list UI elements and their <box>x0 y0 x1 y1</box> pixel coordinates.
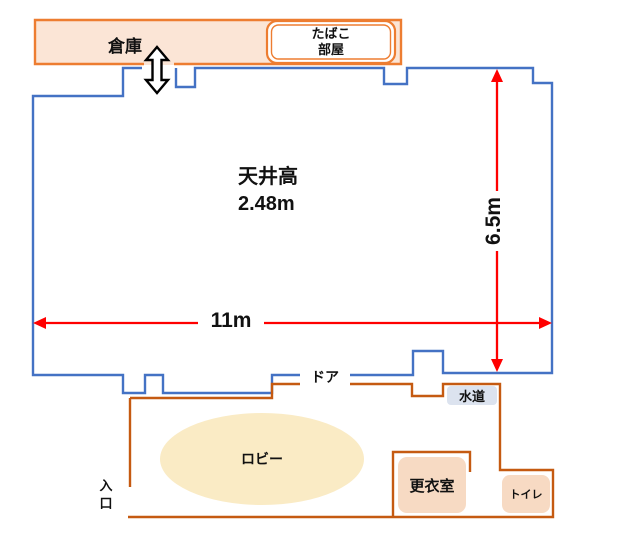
storage-label: 倉庫 <box>108 37 142 56</box>
lobby-outline <box>128 382 555 519</box>
water-label: 水道 <box>458 389 485 404</box>
ceiling-height-value: 2.48m <box>238 193 295 215</box>
door-label: ドア <box>300 367 350 387</box>
height-arrow-bottom-head <box>491 359 503 372</box>
dressing-room-label: 更衣室 <box>409 477 455 495</box>
lobby-area: ロビー <box>160 413 364 505</box>
main-room-outline <box>31 66 554 395</box>
lobby-label: ロビー <box>241 451 283 467</box>
entrance-label-line2: 口 <box>99 496 113 511</box>
toilet-room: トイレ <box>502 475 550 513</box>
ceiling-height-label: 天井高 2.48m <box>238 164 298 218</box>
smoking-room-inner-border <box>270 24 392 60</box>
toilet-label: トイレ <box>509 489 543 501</box>
entrance-label-line1: 入 <box>99 478 113 493</box>
width-arrow-left-head <box>33 317 46 329</box>
smoking-room-box <box>265 19 397 65</box>
water-station: 水道 <box>447 386 497 405</box>
dressing-room: 更衣室 <box>398 457 466 513</box>
width-dimension-label: 11m <box>198 309 264 333</box>
smoking-room-label-line2: 部屋 <box>317 42 344 57</box>
smoking-room-label-line1: たばこ <box>311 26 351 41</box>
height-dimension-label: 6.5m <box>481 191 507 251</box>
width-arrow-right-head <box>539 317 552 329</box>
entrance-label: 入 口 <box>94 477 118 513</box>
height-arrow-top-head <box>491 69 503 82</box>
smoking-room-label: たばこ 部屋 <box>267 26 395 58</box>
ceiling-height-title: 天井高 <box>238 166 298 188</box>
storage-door-arrow-icon <box>143 45 171 95</box>
